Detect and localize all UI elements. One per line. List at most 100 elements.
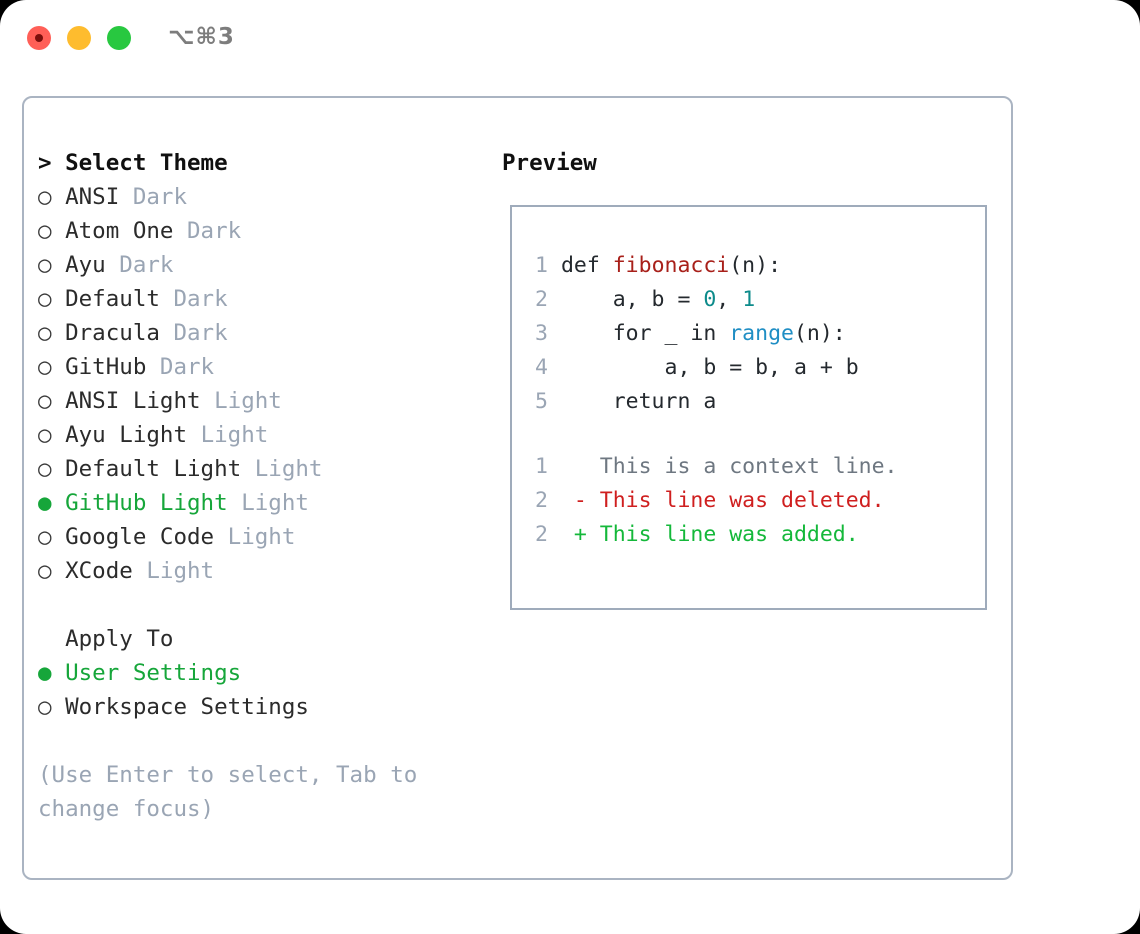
code-token-fn: fibonacci xyxy=(612,253,730,278)
theme-option-name: ANSI xyxy=(51,184,133,210)
theme-option-name: Default Light xyxy=(51,456,255,482)
diff-line-text: - This line was deleted. xyxy=(548,488,885,513)
theme-option-kind: Dark xyxy=(173,286,228,312)
code-token-num: 1 xyxy=(742,287,756,312)
theme-option-name: Atom One xyxy=(51,218,188,244)
theme-option-name: Dracula xyxy=(51,320,174,346)
prompt-caret: > xyxy=(38,150,66,176)
theme-option-github-light[interactable]: ● GitHub Light Light xyxy=(38,486,488,520)
apply-to-label: Apply To xyxy=(38,622,488,656)
code-token-plain: for _ in xyxy=(560,321,730,346)
code-token-call: range xyxy=(729,321,794,346)
diff-line-text: This is a context line. xyxy=(548,454,898,479)
window-title: ⌥⌘3 xyxy=(168,24,235,50)
radio-unselected-icon: ○ xyxy=(38,456,52,482)
code-line: 2 a, b = 0, 1 xyxy=(526,283,976,317)
line-number: 2 xyxy=(535,488,548,513)
radio-unselected-icon: ○ xyxy=(38,320,52,346)
theme-option-kind: Light xyxy=(200,422,269,448)
theme-option-kind: Dark xyxy=(187,218,242,244)
select-theme-heading-label: Select Theme xyxy=(65,150,228,176)
theme-option-kind: Dark xyxy=(159,354,215,380)
line-number: 3 xyxy=(535,321,548,346)
code-token-plain: a, b = xyxy=(560,287,704,312)
radio-unselected-icon: ○ xyxy=(38,218,52,244)
code-line: 1 def fibonacci(n): xyxy=(526,249,976,283)
radio-unselected-icon: ○ xyxy=(38,558,52,584)
code-token-plain: (n): xyxy=(729,253,782,278)
theme-option-kind: Light xyxy=(214,388,282,414)
diff-line-ctx: 1 This is a context line. xyxy=(526,450,976,484)
line-number: 1 xyxy=(535,253,548,278)
radio-unselected-icon: ○ xyxy=(38,184,52,210)
apply-to-option-label: User Settings xyxy=(51,660,242,686)
theme-option-ayu-light[interactable]: ○ Ayu Light Light xyxy=(38,418,488,452)
radio-unselected-icon: ○ xyxy=(38,388,52,414)
preview-column: Preview 1 def fibonacci(n):2 a, b = 0, 1… xyxy=(502,146,1002,610)
code-line: 5 return a xyxy=(526,385,976,419)
radio-selected-icon: ● xyxy=(38,660,52,686)
theme-option-name: GitHub xyxy=(51,354,160,380)
code-token-plain: (n): xyxy=(793,321,846,346)
radio-selected-icon: ● xyxy=(38,490,52,516)
theme-option-dracula[interactable]: ○ Dracula Dark xyxy=(38,316,488,350)
theme-option-xcode[interactable]: ○ XCode Light xyxy=(38,554,488,588)
code-token-num: 0 xyxy=(703,287,717,312)
theme-option-atom-one[interactable]: ○ Atom One Dark xyxy=(38,214,488,248)
theme-option-name: Ayu xyxy=(51,252,120,278)
theme-option-name: Google Code xyxy=(51,524,228,550)
theme-option-kind: Light xyxy=(146,558,215,584)
code-token-plain: def xyxy=(560,253,613,278)
radio-unselected-icon: ○ xyxy=(38,354,52,380)
apply-to-option-label: Workspace Settings xyxy=(51,694,309,720)
theme-option-name: XCode xyxy=(51,558,147,584)
theme-list: ○ ANSI Dark○ Atom One Dark○ Ayu Dark○ De… xyxy=(38,180,488,588)
code-token-plain: , xyxy=(716,287,743,312)
radio-unselected-icon: ○ xyxy=(38,252,52,278)
theme-option-name: ANSI Light xyxy=(51,388,215,414)
theme-option-ansi-light[interactable]: ○ ANSI Light Light xyxy=(38,384,488,418)
theme-select-column: > Select Theme ○ ANSI Dark○ Atom One Dar… xyxy=(38,146,488,826)
apply-to-option-workspace-settings[interactable]: ○ Workspace Settings xyxy=(38,690,488,724)
theme-option-kind: Light xyxy=(227,524,296,550)
apply-to-section: Apply To ● User Settings○ Workspace Sett… xyxy=(38,622,488,724)
keyboard-hint: (Use Enter to select, Tab to change focu… xyxy=(38,762,418,822)
select-theme-heading: > Select Theme xyxy=(38,146,488,180)
theme-option-default-light[interactable]: ○ Default Light Light xyxy=(38,452,488,486)
theme-option-name: Ayu Light xyxy=(51,422,201,448)
diff-lines: 1 This is a context line.2 - This line w… xyxy=(526,450,976,552)
theme-option-kind: Dark xyxy=(119,252,174,278)
diff-line-text: + This line was added. xyxy=(548,522,859,547)
radio-unselected-icon: ○ xyxy=(38,694,52,720)
apply-to-option-user-settings[interactable]: ● User Settings xyxy=(38,656,488,690)
radio-unselected-icon: ○ xyxy=(38,524,52,550)
theme-option-kind: Dark xyxy=(173,320,228,346)
theme-option-google-code[interactable]: ○ Google Code Light xyxy=(38,520,488,554)
apply-to-list: ● User Settings○ Workspace Settings xyxy=(38,656,488,724)
line-number: 4 xyxy=(535,355,548,380)
theme-option-name: GitHub Light xyxy=(51,490,242,516)
line-number: 1 xyxy=(535,454,548,479)
theme-option-github[interactable]: ○ GitHub Dark xyxy=(38,350,488,384)
maximize-window-button[interactable] xyxy=(107,26,131,50)
theme-option-ansi[interactable]: ○ ANSI Dark xyxy=(38,180,488,214)
theme-option-kind: Dark xyxy=(132,184,188,210)
theme-option-ayu[interactable]: ○ Ayu Dark xyxy=(38,248,488,282)
theme-option-kind: Light xyxy=(254,456,323,482)
close-window-button[interactable] xyxy=(27,26,51,50)
diff-line-add: 2 + This line was added. xyxy=(526,518,976,552)
theme-option-kind: Light xyxy=(241,490,309,516)
line-number: 5 xyxy=(535,389,548,414)
minimize-window-button[interactable] xyxy=(67,26,91,50)
theme-option-default[interactable]: ○ Default Dark xyxy=(38,282,488,316)
preview-heading: Preview xyxy=(502,150,597,176)
code-line: 4 a, b = b, a + b xyxy=(526,351,976,385)
code-token-plain: return a xyxy=(560,389,717,414)
radio-unselected-icon: ○ xyxy=(38,286,52,312)
line-number: 2 xyxy=(535,522,548,547)
line-number: 2 xyxy=(535,287,548,312)
